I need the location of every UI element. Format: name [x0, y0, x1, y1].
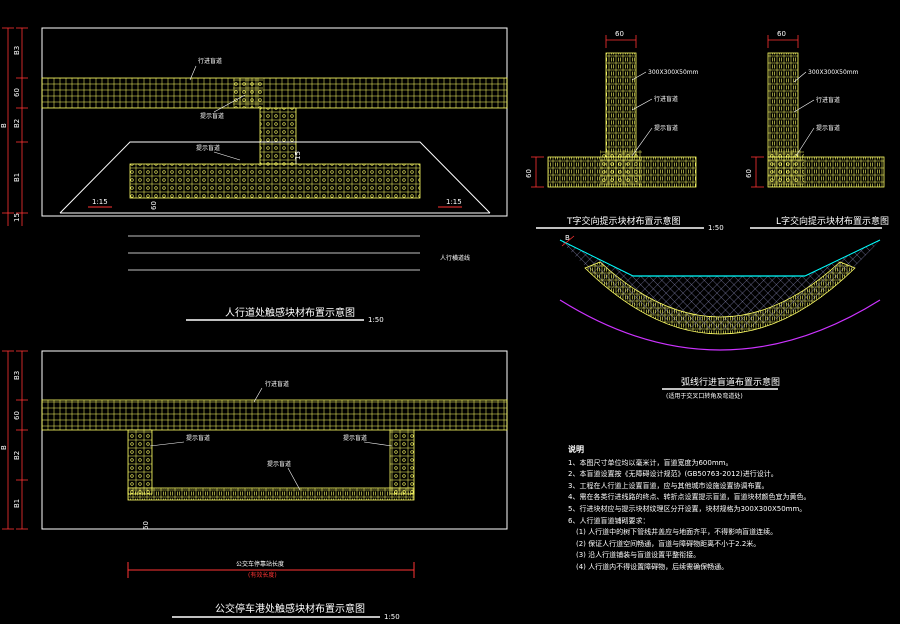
arc-curb-left: [559, 239, 634, 277]
t-warn: [600, 150, 642, 187]
crossing-label-go: 行进盲道: [198, 57, 222, 65]
crossing-scale: 1:50: [368, 316, 384, 324]
crossing-dim-15: 15: [13, 213, 21, 222]
bus-label-go: 行进盲道: [265, 380, 289, 388]
crossing-warn-node: [233, 78, 263, 108]
t-label-warn: 提示盲道: [654, 124, 678, 132]
l-dims: [751, 35, 799, 188]
t-junction-drawing: 60 60 300X300X50mm 行进盲道 提示盲道 T字交向提示块材布置示…: [525, 30, 724, 232]
t-title: T字交向提示块材布置示意图: [566, 215, 681, 227]
t-scale: 1:50: [708, 224, 724, 232]
crossing-dim-15-v: 15: [294, 151, 302, 160]
bus-go-strip: [41, 399, 508, 431]
note-item-10: (4) 人行道内不得设置障碍物，后续需确保畅通。: [576, 562, 729, 571]
note-item-7: (1) 人行道中的树下管线井盖应与地面齐平，不得影响盲道连续。: [576, 528, 778, 537]
bus-dim-b1: B1: [13, 499, 21, 508]
arc-subtitle: (适用于交叉口转角及弯道处): [666, 392, 743, 400]
crossing-dim-b: B: [0, 123, 8, 128]
arc-tile-band: [584, 261, 856, 335]
arc-curb-right: [804, 239, 881, 277]
note-item-1: 1、本图尺寸单位均以毫米计，盲道宽度为600mm。: [568, 458, 733, 467]
crossing-road-label: 人行横道线: [440, 254, 470, 262]
crossing-label-warn1: 提示盲道: [200, 112, 224, 120]
bus-dim-60: 60: [13, 411, 21, 420]
note-item-3: 3、工程在人行道上设置盲道，应与其他城市设施设置协调布置。: [568, 481, 769, 490]
t-dim-top: 60: [615, 30, 624, 38]
l-warn: [768, 150, 804, 187]
l-dim-top: 60: [777, 30, 786, 38]
t-dim-side: 60: [525, 169, 533, 178]
bus-platform-sub: (有效长度): [248, 571, 277, 579]
note-item-9: (3) 沿人行道铺装与盲道设置平整衔接。: [576, 551, 701, 560]
t-stem: [605, 52, 637, 158]
crossing-warn-band: [129, 163, 421, 199]
bus-dim-ticks: [2, 350, 28, 530]
l-leaders: [793, 71, 815, 157]
bus-warn-right: [389, 429, 415, 495]
bus-dim-b: B: [0, 445, 8, 450]
l-junction-drawing: 60 60 300X300X50mm 行进盲道 提示盲道 L字交向提示块材布置示…: [745, 30, 889, 229]
l-label-go: 行进盲道: [816, 96, 840, 104]
crossing-drawing: B3 60 B2 B B1 15 1:15 1:15 60 15 行进盲道 提示…: [0, 27, 508, 324]
note-item-5: 5、行进块材应与提示块材纹理区分开设置，块材规格为300X300X50mm。: [568, 504, 807, 513]
l-dim-side: 60: [745, 169, 753, 178]
bus-dim-b3: B3: [13, 371, 21, 380]
notes-block: 说明 1、本图尺寸单位均以毫米计，盲道宽度为600mm。 2、本盲道设置按《无障…: [568, 444, 898, 574]
t-leaders: [631, 71, 653, 157]
bus-dim-60-v: 60: [142, 521, 150, 530]
crossing-ramp-outline: [59, 141, 491, 214]
bus-warn-bottom: [127, 487, 415, 501]
t-label-go: 行进盲道: [654, 95, 678, 103]
bus-warn-left: [127, 429, 153, 495]
bus-label-warn-right: 提示盲道: [343, 434, 367, 442]
crossing-frame: [41, 27, 508, 217]
crossing-title: 人行道处触感块材布置示意图: [225, 306, 355, 319]
notes-title: 说明: [568, 445, 584, 454]
crossing-dim-b3: B3: [13, 46, 21, 55]
l-title: L字交向提示块材布置示意图: [776, 215, 889, 227]
arc-drawing: B 弧线行进盲道布置示意图 (适用于交叉口转角及弯道处): [559, 234, 881, 400]
bus-dim-b2: B2: [13, 451, 21, 460]
bus-stop-drawing: B3 60 B2 B B1 60 行进盲道 提示盲道 提示盲道 提示盲道 公交车…: [0, 350, 508, 621]
arc-dim-b-label: B: [565, 234, 570, 242]
bus-label-warn-bottom: 提示盲道: [267, 460, 291, 468]
note-item-8: (2) 保证人行道空间畅通，盲道与障碍物距离不小于2.2米。: [576, 539, 761, 548]
l-spec: 300X300X50mm: [808, 69, 859, 76]
bus-platform-label: 公交车停靠站长度: [236, 560, 284, 568]
crossing-dim-60-v: 60: [150, 201, 158, 210]
crossing-zebra: [128, 235, 420, 271]
bus-leaders: [149, 387, 393, 491]
t-spec: 300X300X50mm: [648, 69, 699, 76]
arc-dim-b: [561, 235, 575, 247]
bus-title: 公交停车港处触感块材布置示意图: [215, 602, 365, 615]
crossing-leaders: [189, 65, 297, 164]
crossing-warn-stem: [259, 107, 297, 165]
crossing-go-strip: [41, 77, 508, 109]
note-item-6: 6、人行道盲道铺砌要求：: [568, 516, 650, 525]
arc-curb-outer: [559, 299, 881, 351]
l-label-warn: 提示盲道: [816, 124, 840, 132]
arc-title: 弧线行进盲道布置示意图: [681, 376, 780, 388]
note-item-2: 2、本盲道设置按《无障碍设计规范》(GB50763-2012)进行设计。: [568, 470, 778, 479]
bus-length-dim: [127, 562, 415, 578]
note-item-4: 4、需在各类行进线路的终点、转折点设置提示盲道，盲道块材颜色宜为黄色。: [568, 493, 811, 502]
bus-frame: [41, 350, 508, 530]
crossing-label-warn2: 提示盲道: [196, 144, 220, 152]
l-stem: [767, 52, 799, 158]
crossing-dim-60: 60: [13, 88, 21, 97]
crossing-slope-right: 1:15: [446, 198, 462, 206]
bus-scale: 1:50: [384, 613, 400, 621]
crossing-slope-left: 1:15: [92, 198, 108, 206]
crossing-dim-b1: B1: [13, 173, 21, 182]
crossing-dim-ticks: [2, 27, 28, 214]
t-dims: [531, 35, 637, 188]
bus-label-warn-left: 提示盲道: [186, 434, 210, 442]
crossing-dim-b2: B2: [13, 119, 21, 128]
